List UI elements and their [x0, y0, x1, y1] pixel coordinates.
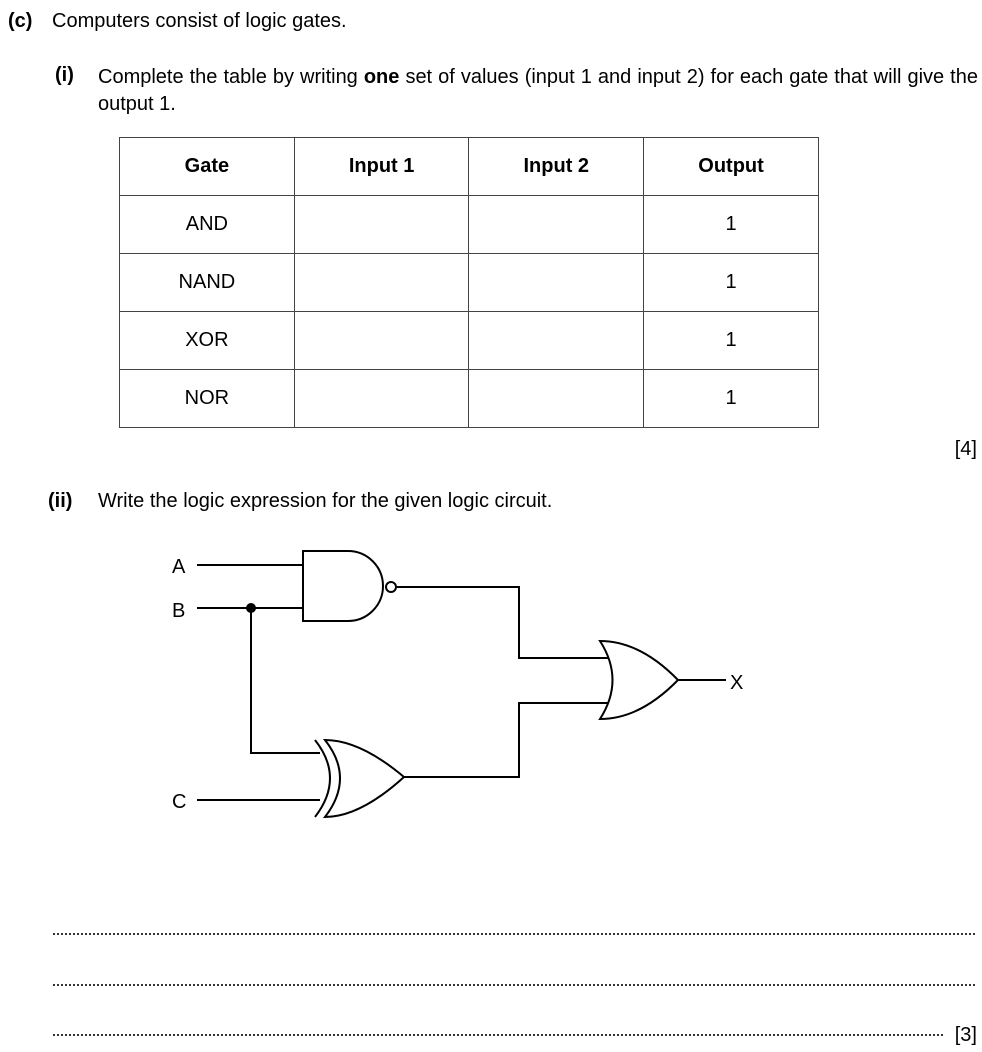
wire-nand-to-or	[396, 586, 608, 659]
part-i-marks: [4]	[954, 438, 977, 460]
part-i-instruction: Complete the table by writing one set of…	[98, 64, 978, 118]
input-1-cell[interactable]	[293, 311, 470, 370]
question-text: Computers consist of logic gates.	[52, 10, 347, 32]
input-c-label: C	[172, 791, 186, 813]
part-i-label: (i)	[55, 64, 74, 86]
part-ii-marks: [3]	[954, 1024, 977, 1046]
nand-gate	[302, 550, 384, 622]
input-1-cell[interactable]	[293, 369, 470, 428]
table-row: NAND 1	[119, 253, 819, 312]
part-ii-label: (ii)	[48, 490, 73, 512]
part-ii-text: Write the logic expression for the given…	[98, 490, 553, 512]
part-i-text-before: Complete the table by writing	[98, 66, 364, 88]
output-x-label: X	[730, 672, 743, 694]
input-2-cell[interactable]	[468, 311, 645, 370]
xor-extra-curve	[314, 739, 331, 818]
gate-cell: NOR	[119, 369, 295, 428]
answer-line[interactable]	[53, 1034, 943, 1036]
output-cell: 1	[643, 195, 819, 254]
wire-b-to-xor	[250, 608, 320, 754]
header-input-1: Input 1	[293, 137, 470, 196]
output-cell: 1	[643, 311, 819, 370]
input-2-cell[interactable]	[468, 253, 645, 312]
xor-gate	[322, 738, 406, 819]
answer-line[interactable]	[53, 984, 975, 986]
logic-gates-table: Gate Input 1 Input 2 Output AND 1 NAND 1…	[119, 137, 819, 428]
question-label: (c)	[8, 10, 33, 32]
nand-inversion-bubble	[385, 581, 397, 593]
input-1-cell[interactable]	[293, 195, 470, 254]
gate-cell: XOR	[119, 311, 295, 370]
table-row: XOR 1	[119, 311, 819, 370]
output-cell: 1	[643, 369, 819, 428]
output-cell: 1	[643, 253, 819, 312]
gate-cell: AND	[119, 195, 295, 254]
table-row: NOR 1	[119, 369, 819, 428]
input-a-label: A	[172, 556, 186, 578]
wire-xor-to-or	[404, 702, 608, 778]
or-gate	[598, 639, 680, 721]
part-i-text-bold: one	[363, 66, 400, 88]
input-1-cell[interactable]	[293, 253, 470, 312]
part-i-text-after: set of values (input 1 and input 2) for …	[98, 66, 978, 115]
answer-line[interactable]	[53, 933, 975, 935]
input-b-label: B	[172, 600, 185, 622]
gate-cell: NAND	[119, 253, 295, 312]
